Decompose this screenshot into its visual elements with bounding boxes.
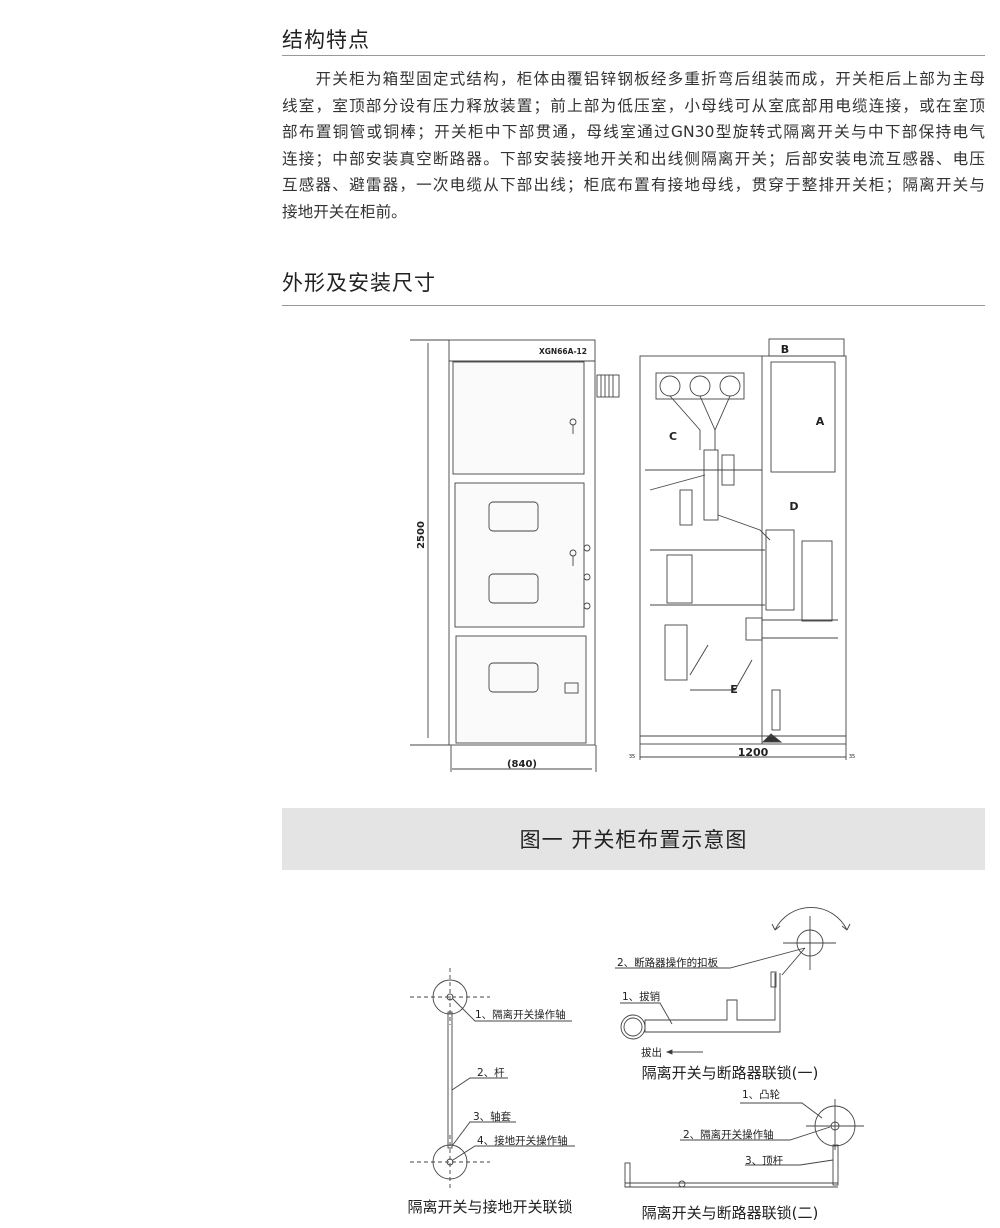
caption-left: 隔离开关与接地开关联锁 [407,1198,572,1216]
zone-e-label: E [730,683,738,696]
paragraph-line: 互感器、避雷器，一次电缆从下部出线；柜底布置有接地母线，贯穿于整排开关柜；隔离开… [282,176,985,195]
label-rod: 2、杆 [477,1066,505,1079]
structure-paragraph: 开关柜为箱型固定式结构，柜体由覆铝锌钢板经多重折弯后组装而成，开关柜后上部为主母… [282,66,985,226]
width-dimension: 1200 [738,746,769,759]
figure-caption: 图一 开关柜布置示意图 [282,808,985,870]
front-view: XGN66A-12 2500 (840) [410,339,620,772]
label-push-rod: 3、顶杆 [745,1154,784,1167]
height-dimension: 2500 [416,521,427,549]
label-disconnector-shaft: 1、隔离开关操作轴 [475,1008,566,1021]
caption-right-1: 隔离开关与断路器联锁(一) [642,1064,819,1082]
zone-d-label: D [789,500,798,513]
zone-c-label: C [669,430,677,443]
divider [282,305,985,306]
zone-a-label: A [816,415,825,428]
paragraph-line: 开关柜为箱型固定式结构，柜体由覆铝锌钢板经多重折弯后组装而成，开关柜后上部为主母 [282,70,985,88]
side-dimension-right: 35 [849,754,855,760]
label-pull-out: 拔出 [641,1046,662,1059]
bushing-icon [596,374,620,398]
section-title-dimensions: 外形及安装尺寸 [282,271,436,295]
label-breaker-plate: 2、断路器操作的扣板 [617,956,719,969]
side-dimension-left: 35 [629,754,635,760]
model-label: XGN66A-12 [539,347,587,356]
disconnector-breaker-interlock-1: 2、断路器操作的扣板 1、拔销 拔出 隔离开关与断路器联锁(一) [615,907,851,1082]
paragraph-line: 部布置铜管或铜棒；开关柜中下部贯通，母线室通过GN30型旋转式隔离开关与中下部保… [282,123,985,142]
label-bushing: 3、轴套 [473,1110,512,1123]
side-view: B A C D E 1200 35 35 [629,338,855,760]
cabinet-drawing: XGN66A-12 2500 (840) B A C [410,338,855,772]
divider [282,55,985,56]
label-pin: 1、拔销 [622,990,660,1003]
depth-dimension: (840) [507,759,537,770]
label-cam: 1、凸轮 [742,1088,781,1101]
interlock-diagrams: 1、隔离开关操作轴 2、杆 3、轴套 4、接地开关操作轴 隔离开关与接地开关联锁… [407,907,864,1222]
disconnector-earthing-interlock: 1、隔离开关操作轴 2、杆 3、轴套 4、接地开关操作轴 隔离开关与接地开关联锁 [407,968,575,1216]
paragraph-line: 接地开关在柜前。 [282,202,407,221]
paragraph-line: 连接；中部安装真空断路器。下部安装接地开关和出线侧隔离开关；后部安装电流互感器、… [282,149,985,168]
zone-b-label: B [781,343,789,356]
label-operating-shaft: 2、隔离开关操作轴 [683,1128,774,1141]
disconnector-breaker-interlock-2: 1、凸轮 2、隔离开关操作轴 3、顶杆 隔离开关与断路器联锁(二) [624,1088,864,1222]
label-earthing-shaft: 4、接地开关操作轴 [477,1134,568,1147]
paragraph-line: 线室，室顶部分设有压力释放装置；前上部为低压室，小母线可从室底部用电缆连接，或在… [282,96,985,115]
caption-right-2: 隔离开关与断路器联锁(二) [642,1204,819,1222]
section-title-structure: 结构特点 [282,28,370,52]
